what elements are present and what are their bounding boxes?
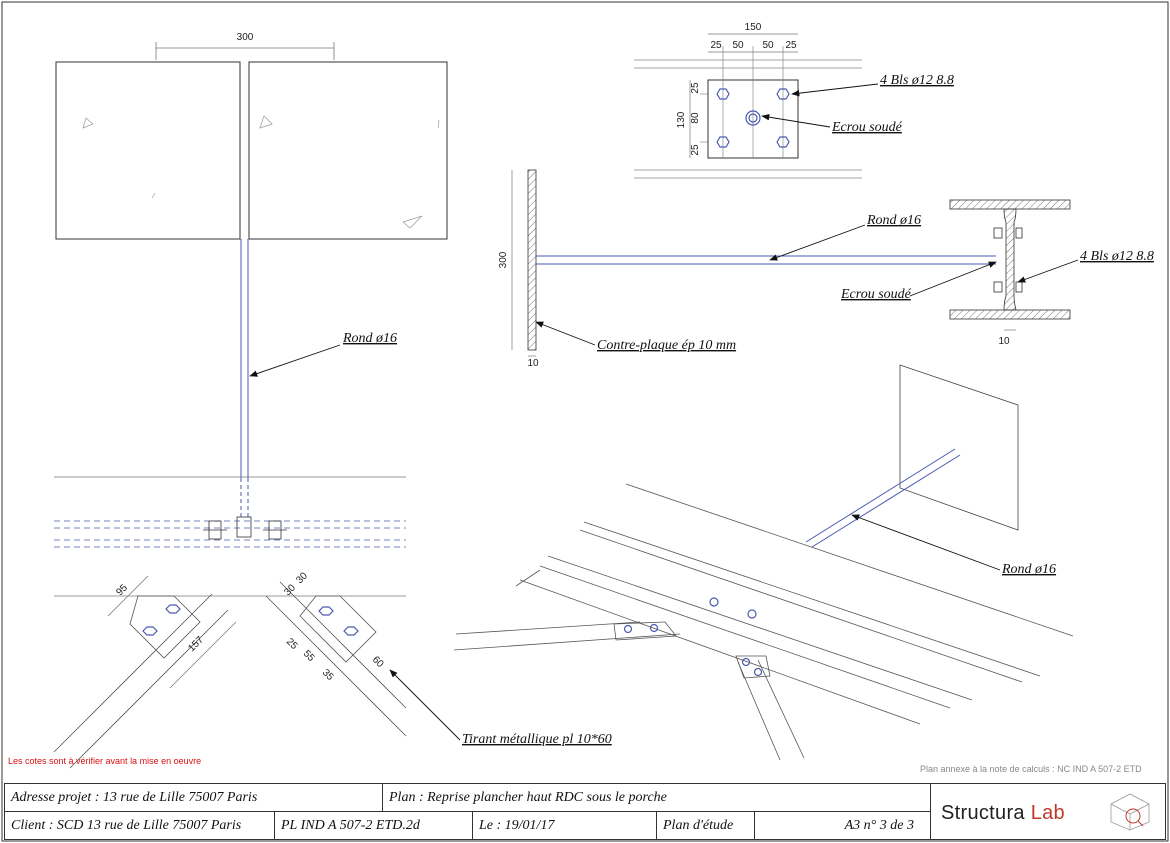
title-block: Adresse projet : 13 rue de Lille 75007 P… [4, 783, 1166, 840]
callout-tirant: Tirant métallique pl 10*60 [462, 732, 612, 747]
callout-ecrou-top: Ecrou soudé [831, 120, 903, 135]
dim-25: 25 [284, 636, 300, 652]
dim-60: 60 [370, 654, 386, 670]
dim-50b: 50 [762, 40, 774, 51]
right-panel [248, 61, 448, 240]
isometric-view: Rond ø16 [453, 364, 1074, 761]
callout-rond-iso: Rond ø16 [1001, 562, 1056, 577]
logo-cube-icon [1110, 793, 1150, 831]
dim-25d: 25 [690, 144, 701, 156]
i-beam-section [949, 199, 1071, 320]
dim-300-side: 300 [498, 251, 509, 268]
logo: Structura Lab [931, 784, 1165, 839]
dim-25c: 25 [690, 82, 701, 94]
counter-plate [527, 169, 537, 351]
dim-150: 150 [745, 22, 762, 33]
callout-bolts-top: 4 Bls ø12 8.8 [880, 73, 954, 88]
plan-type-cell: Plan d'étude [657, 812, 755, 839]
dim-55: 55 [301, 648, 317, 664]
address-cell: Adresse projet : 13 rue de Lille 75007 P… [5, 784, 383, 812]
dim-157: 157 [186, 634, 206, 654]
left-panel [55, 61, 241, 240]
dim-50a: 50 [732, 40, 744, 51]
dim-300-top: 300 [237, 32, 254, 43]
dim-25a: 25 [710, 40, 722, 51]
verify-note: Les cotes sont à vérifier avant la mise … [8, 756, 202, 766]
callout-rond-mid: Rond ø16 [866, 213, 921, 228]
dim-10-beam: 10 [998, 336, 1010, 347]
sheet-number-cell: A3 n° 3 de 3 [755, 812, 931, 839]
plan-cell: Plan : Reprise plancher haut RDC sous le… [383, 784, 931, 812]
annexe-note: Plan annexe à la note de calculs : NC IN… [920, 764, 1142, 774]
plate-detail: 150 25 50 50 25 130 25 80 25 4 Bls ø12 8… [634, 22, 954, 179]
bolt-group-elevation [203, 516, 287, 540]
reference-cell: PL IND A 507-2 ETD.2d [275, 812, 473, 839]
dim-10-side: 10 [527, 358, 539, 369]
sheet-number: A3 n° 3 de 3 [844, 818, 914, 833]
logo-accent: Lab [1030, 802, 1065, 824]
client-cell: Client : SCD 13 rue de Lille 75007 Paris [5, 812, 275, 839]
callout-ecrou-mid: Ecrou soudé [840, 287, 912, 302]
callout-contre-plaque: Contre-plaque ép 10 mm [597, 338, 736, 353]
dim-30b: 30 [294, 570, 310, 586]
left-elevation: 300 [53, 32, 612, 769]
dim-25b: 25 [785, 40, 797, 51]
logo-main: Structura [941, 802, 1025, 824]
callout-rond-left: Rond ø16 [342, 331, 397, 346]
dim-80: 80 [690, 112, 701, 124]
callout-bolts-mid: 4 Bls ø12 8.8 [1080, 249, 1154, 264]
dim-130: 130 [676, 111, 687, 128]
dim-35: 35 [320, 667, 336, 683]
side-section: 300 10 10 Rond ø16 4 Bls ø12 8.8 Ecrou s… [498, 169, 1154, 369]
date-cell: Le : 19/01/17 [473, 812, 657, 839]
iso-plate [899, 364, 1019, 531]
